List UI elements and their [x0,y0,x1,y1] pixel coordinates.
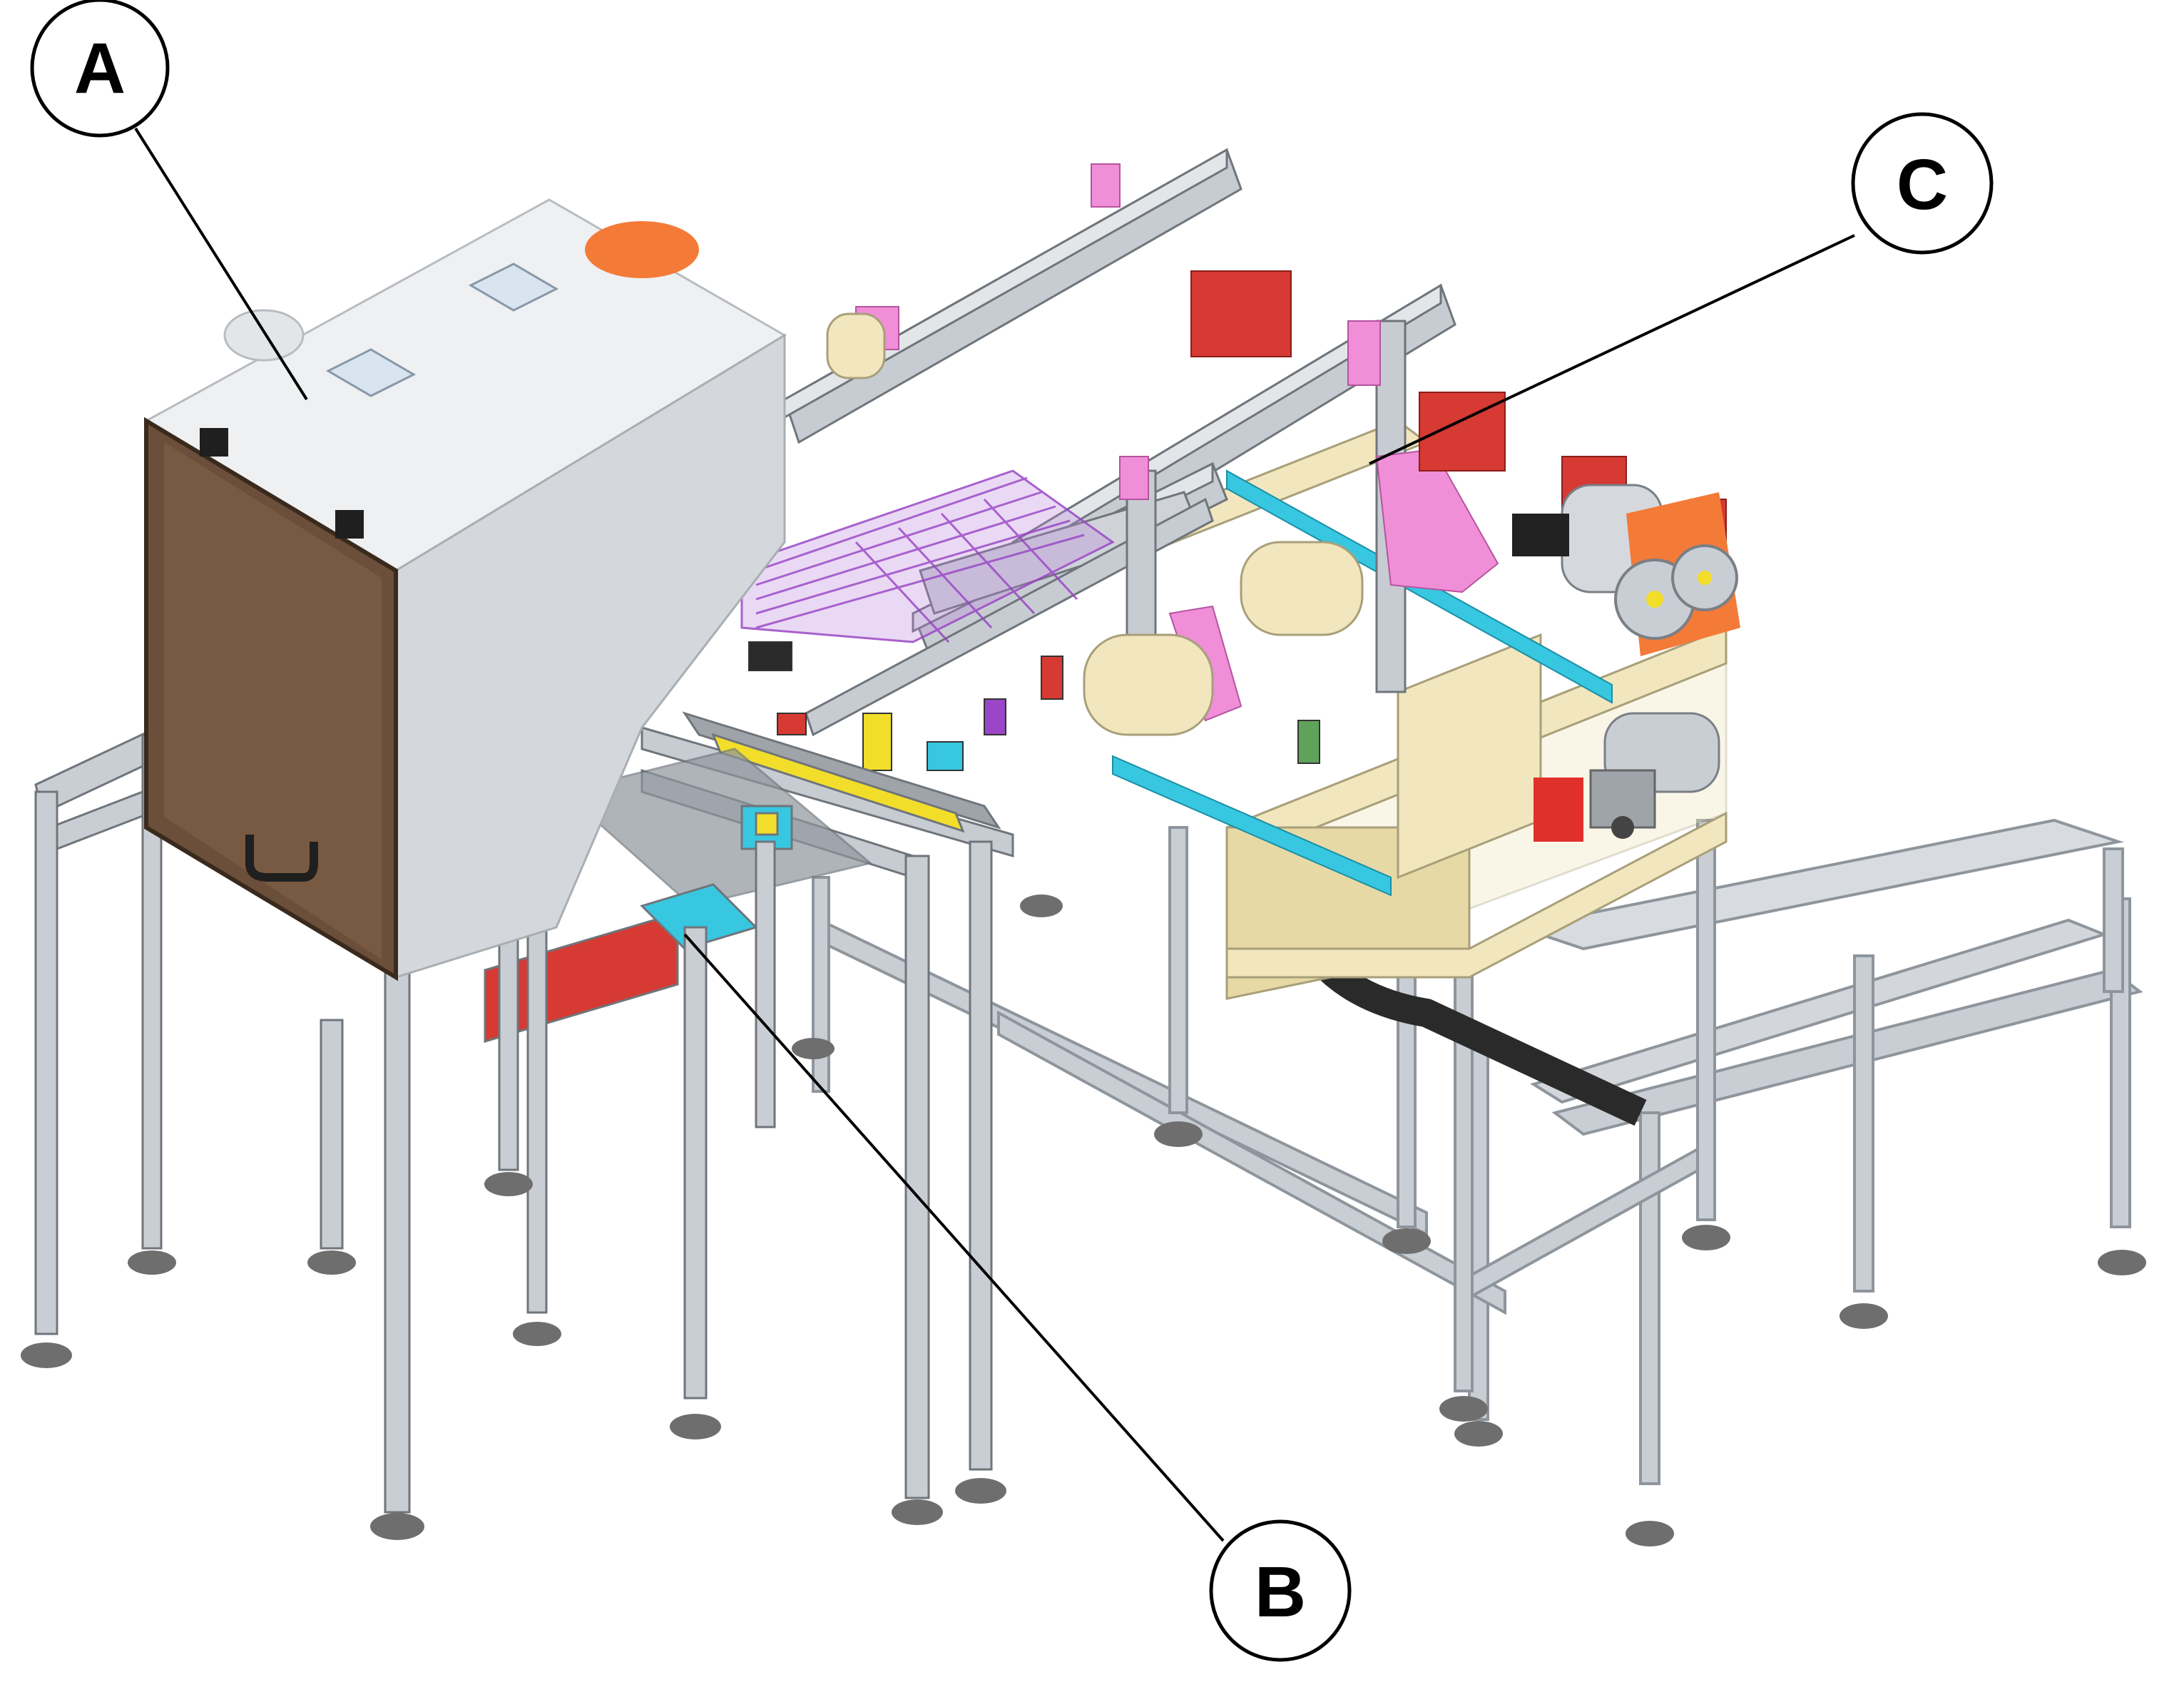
callout-leaders [134,127,1855,1542]
hopper-orange-cap [585,221,699,278]
leader-line-b [683,933,1225,1542]
hopper-handle [245,835,318,882]
middle-frame-feet [1020,895,1730,1422]
callout-a-label: A [74,29,126,108]
gantry-beams [783,148,1456,737]
leader-line-a [134,127,308,401]
hopper-vent-back [468,263,559,312]
cream-motors [826,312,1364,736]
belt-drive-motor [1512,484,1740,656]
gear-motor-lower [1534,712,1720,842]
lower-conveyor [484,711,1014,1044]
left-frame-feet [21,1038,1006,1540]
purple-wire-mesh [740,469,1115,643]
left-base-frame [34,725,993,1514]
leader-line-c [1369,234,1855,465]
callout-b-label: B [1255,1552,1306,1632]
center-components [748,641,1320,771]
callout-c: C [1851,112,1994,255]
callout-b: B [1209,1519,1352,1662]
cream-carriage-frame [1053,419,1728,1001]
callout-a: A [30,0,170,138]
right-conveyor-frame [1468,818,2143,1485]
hopper-vent-front [325,348,417,397]
callout-c-label: C [1897,145,1948,225]
right-frame-feet [1454,1250,2146,1546]
hopper-unit [143,198,787,982]
pink-brackets [855,163,1499,722]
